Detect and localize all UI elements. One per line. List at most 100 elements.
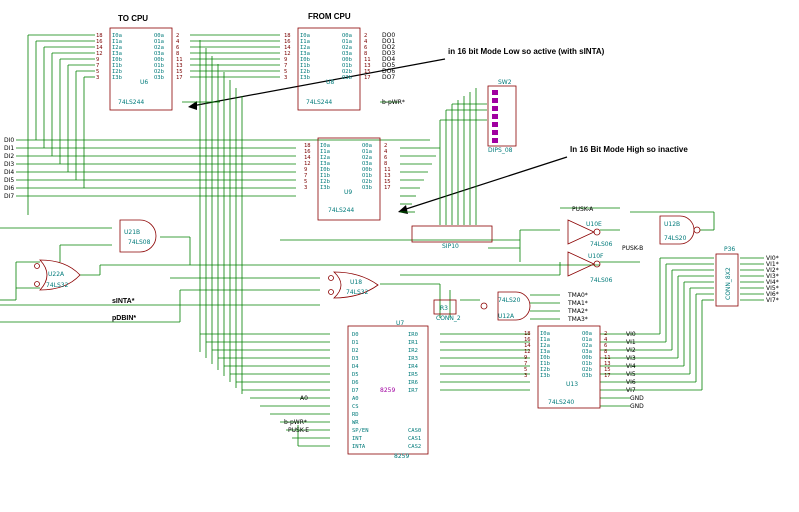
pin-name: D2	[352, 348, 359, 354]
pin-number: 7	[524, 361, 527, 367]
pin-number: 9	[284, 57, 287, 63]
pin-name: I1a	[320, 149, 330, 155]
chip-ref: R3	[440, 305, 448, 312]
pin-name: I0a	[112, 33, 122, 39]
pin-name: I2a	[320, 155, 330, 161]
chip-ref: P36	[724, 246, 735, 253]
pin-number: 16	[524, 337, 531, 343]
chip-part: DIPS_08	[488, 147, 513, 154]
note-arrow-low	[191, 58, 446, 107]
chip-u10f: U10F 74LS06	[567, 251, 613, 284]
tma-label: TMA0*	[567, 292, 588, 299]
pin-name: I0b	[112, 57, 122, 63]
pin-name: CAS0	[408, 428, 421, 434]
pin-number: 2	[364, 33, 367, 39]
vi-output-label: VI0	[626, 331, 636, 338]
pin-name: O1a	[582, 337, 592, 343]
pin-name: D5	[352, 372, 359, 378]
pin-number: 17	[364, 75, 371, 81]
chip-ref: SW2	[498, 79, 512, 86]
pin-name: CAS2	[408, 444, 421, 450]
note-16bit-low-active: in 16 bit Mode Low so active (with sINTA…	[448, 47, 605, 56]
pin-name: D1	[352, 340, 359, 346]
do-net-label: DO7	[382, 74, 395, 81]
chip-u7: U7 8259 8259	[347, 320, 429, 460]
pin-name: I2b	[300, 69, 310, 75]
pin-number: 6	[384, 155, 387, 161]
pin-name: I0a	[320, 143, 330, 149]
pin-name: O0b	[342, 57, 352, 63]
pin-name: I2b	[320, 179, 330, 185]
pin-name: O2b	[154, 69, 164, 75]
pin-number: 3	[96, 75, 99, 81]
chip-ref: U8	[326, 79, 334, 86]
di-net-label: DI1	[4, 145, 14, 152]
chip-ref: U6	[140, 79, 148, 86]
chip-part: 74LS244	[328, 207, 354, 214]
vi-output-label: VI1	[626, 339, 636, 346]
vi-input-label: VI6*	[766, 291, 779, 298]
pin-name: O1a	[154, 39, 164, 45]
pin-name: I2a	[540, 343, 550, 349]
chip-ref: U7	[396, 320, 404, 327]
pin-name: O2a	[362, 155, 372, 161]
pin-name: O2a	[582, 343, 592, 349]
pin-number: 18	[524, 331, 531, 337]
pin-name: IR5	[408, 372, 418, 378]
chip-ref: U12B	[664, 221, 680, 228]
pin-name: IR0	[408, 332, 418, 338]
pin-name: O1b	[342, 63, 352, 69]
pin-name: IR7	[408, 388, 418, 394]
pin-name: INT	[352, 436, 363, 442]
chip-u6: 74LS244 U6	[109, 27, 173, 111]
do-net-label: DO1	[382, 38, 395, 45]
pin-number: 5	[284, 69, 287, 75]
chip-part: 74LS244	[306, 99, 332, 106]
di-net-label: DI3	[4, 161, 14, 168]
pin-name: O1a	[362, 149, 372, 155]
pin-number: 8	[384, 161, 387, 167]
chip-u10e: U10E 74LS06	[567, 219, 613, 248]
pin-name: I2b	[112, 69, 122, 75]
pin-number: 18	[284, 33, 291, 39]
pin-name: I3b	[112, 75, 122, 81]
vi-input-label: VI1*	[766, 261, 779, 268]
pin-number: 9	[96, 57, 99, 63]
pin-number: 12	[304, 161, 311, 167]
vi-input-label: VI4*	[766, 279, 779, 286]
pin-name: I2b	[540, 367, 550, 373]
do-net-label: DO4	[382, 56, 395, 63]
chip-r3: R3 CONN_2	[433, 299, 461, 322]
vi-input-label: VI2*	[766, 267, 779, 274]
chip-part: CONN_2	[436, 315, 461, 322]
pin-number: 6	[176, 45, 179, 51]
chip-part: 74LS32	[346, 289, 369, 296]
pin-name: O0a	[362, 143, 372, 149]
vi-output-label: VI7	[626, 387, 636, 394]
pin-name: O3a	[362, 161, 372, 167]
chip-part: 74LS20	[498, 297, 521, 304]
pin-name: WR	[352, 420, 359, 426]
chip-part: 74LS240	[548, 399, 574, 406]
pin-name: I3b	[300, 75, 310, 81]
pin-name: O3b	[582, 373, 592, 379]
pin-number: 12	[524, 349, 531, 355]
vi-output-labels: VI0 VI1 VI2 VI3 VI4 VI5 VI6 VI7	[626, 331, 636, 394]
pin-number: 8	[604, 349, 607, 355]
pin-number: 9	[304, 167, 307, 173]
pin-name: I1b	[540, 361, 550, 367]
vi-input-labels: VI0* VI1* VI2* VI3* VI4* VI5* VI6* VI7*	[766, 255, 779, 304]
pin-name: I0b	[300, 57, 310, 63]
do-net-label: DO0	[382, 32, 395, 39]
pin-name: O3b	[154, 75, 164, 81]
vi-output-label: VI2	[626, 347, 636, 354]
pin-number: 4	[604, 337, 608, 343]
chip-part: 8259	[394, 453, 409, 460]
chip-sw2: SW2 DIPS_08	[487, 79, 517, 154]
chip-part: 74LS244	[118, 99, 144, 106]
chip-u18: U18 74LS32	[328, 271, 379, 299]
pin-number: 11	[364, 57, 371, 63]
pin-name: D6	[352, 380, 359, 386]
pusk-b-label: PUSK-B	[622, 245, 643, 252]
pdbin-label: pDBIN*	[112, 315, 136, 322]
